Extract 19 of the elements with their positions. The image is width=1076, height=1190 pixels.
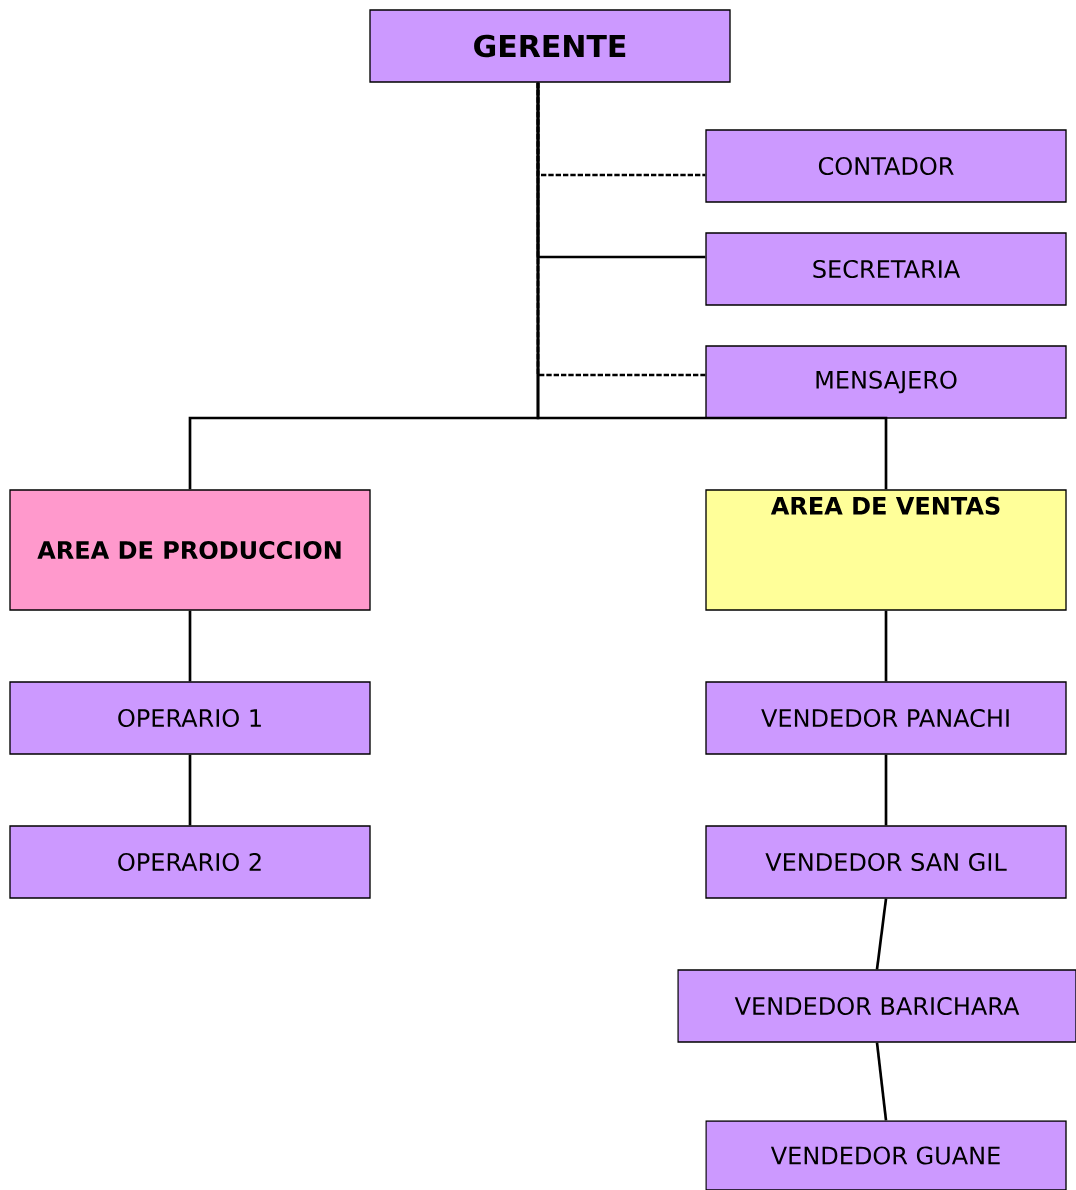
org-box: AREA DE VENTAS — [705, 489, 1067, 611]
org-box: SECRETARIA — [705, 232, 1067, 306]
connector-line — [884, 610, 888, 682]
connector-line — [188, 754, 192, 826]
org-box: OPERARIO 2 — [9, 825, 371, 899]
connector-line — [536, 82, 888, 490]
org-box: CONTADOR — [705, 129, 1067, 203]
org-box: AREA DE PRODUCCION — [9, 489, 371, 611]
org-box: VENDEDOR SAN GIL — [705, 825, 1067, 899]
connector-line — [875, 1042, 888, 1121]
connector-line — [884, 754, 888, 826]
connector-line — [875, 898, 888, 970]
org-box: GERENTE — [369, 9, 731, 83]
connector-line — [188, 610, 192, 682]
org-box: OPERARIO 1 — [9, 681, 371, 755]
org-box: VENDEDOR PANACHI — [705, 681, 1067, 755]
org-box: VENDEDOR GUANE — [705, 1120, 1067, 1190]
org-box: VENDEDOR BARICHARA — [677, 969, 1076, 1043]
org-box: MENSAJERO — [705, 345, 1067, 419]
